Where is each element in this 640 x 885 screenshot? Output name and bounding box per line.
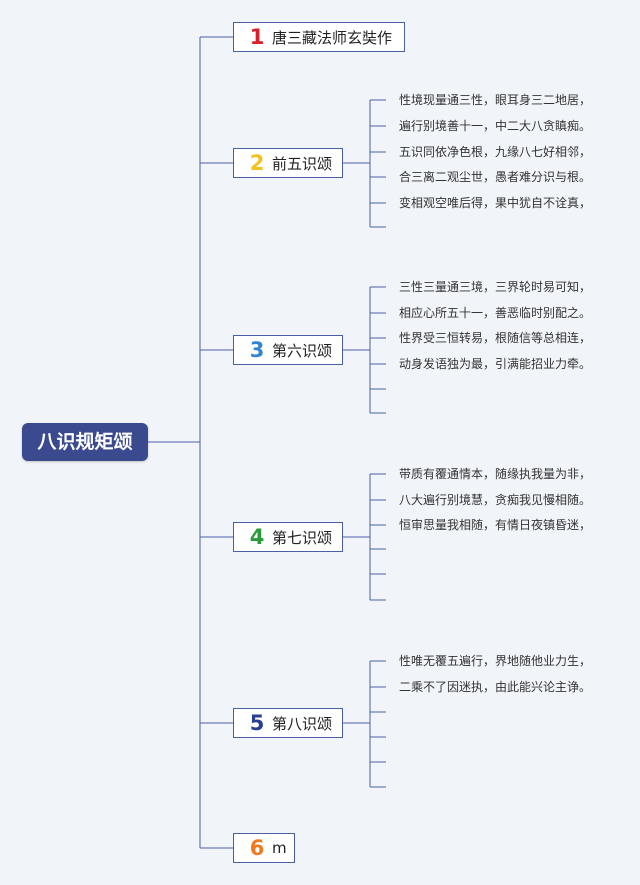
branch-node-author[interactable]: 1 唐三藏法师玄奘作 — [233, 22, 405, 52]
branch-node-m[interactable]: 6 m — [233, 833, 295, 863]
leaf-verse[interactable]: 八大遍行别境慧，贪痴我见慢相随。 — [399, 493, 592, 507]
leaf-verse[interactable]: 相应心所五十一，善恶临时别配之。 — [399, 306, 592, 320]
branch-label: 唐三藏法师玄奘作 — [272, 28, 393, 47]
branch-label: 前五识颂 — [272, 154, 333, 173]
branch-node-eighth-consciousness[interactable]: 5 第八识颂 — [233, 708, 343, 738]
branch-number: 6 — [249, 836, 265, 860]
branch-number: 5 — [249, 711, 265, 735]
leaf-verse[interactable]: 性唯无覆五遍行，界地随他业力生， — [399, 654, 592, 668]
branch-label: 第八识颂 — [272, 714, 333, 733]
leaf-verse[interactable]: 性界受三恒转易，根随信等总相连， — [399, 331, 592, 345]
root-node[interactable]: 八识规矩颂 — [22, 423, 148, 461]
branch-label: 第六识颂 — [272, 341, 333, 360]
leaf-verse[interactable]: 五识同依净色根，九缘八七好相邻， — [399, 145, 592, 159]
leaf-verse[interactable]: 遍行别境善十一，中二大八贪瞋痴。 — [399, 119, 592, 133]
branch-node-seventh-consciousness[interactable]: 4 第七识颂 — [233, 522, 343, 552]
leaf-verse[interactable]: 合三离二观尘世，愚者难分识与根。 — [399, 170, 592, 184]
leaf-verse[interactable]: 性境现量通三性，眼耳身三二地居， — [399, 93, 592, 107]
branch-node-sixth-consciousness[interactable]: 3 第六识颂 — [233, 335, 343, 365]
branch-number: 4 — [249, 525, 265, 549]
leaf-verse[interactable]: 动身发语独为最，引满能招业力牵。 — [399, 357, 592, 371]
branch-node-five-consciousness[interactable]: 2 前五识颂 — [233, 148, 343, 178]
branch-label: m — [272, 839, 287, 857]
leaf-verse[interactable]: 三性三量通三境，三界轮时易可知， — [399, 280, 592, 294]
branch-label: 第七识颂 — [272, 528, 333, 547]
branch-number: 1 — [249, 25, 265, 49]
leaf-verse[interactable]: 恒审思量我相随，有情日夜镇昏迷， — [399, 518, 592, 532]
branch-number: 3 — [249, 338, 265, 362]
branch-number: 2 — [249, 151, 265, 175]
leaf-verse[interactable]: 二乘不了因迷执，由此能兴论主诤。 — [399, 680, 592, 694]
leaf-verse[interactable]: 带质有覆通情本，随缘执我量为非， — [399, 467, 592, 481]
leaf-verse[interactable]: 变相观空唯后得，果中犹自不诠真， — [399, 196, 592, 210]
